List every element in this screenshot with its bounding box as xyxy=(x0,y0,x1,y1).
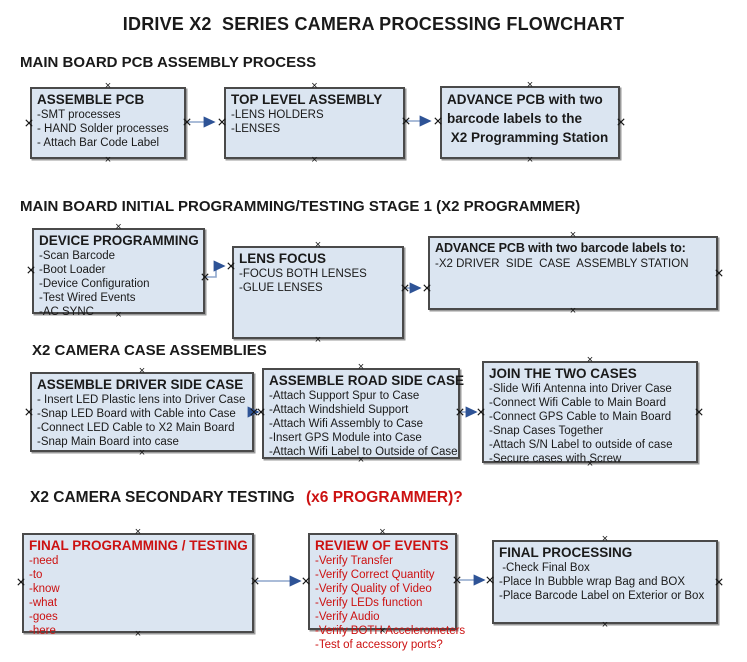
box-line: -Verify Quality of Video xyxy=(315,583,432,595)
box-line: -Scan Barcode xyxy=(39,250,116,262)
box-line: -Test Wired Events xyxy=(39,292,136,304)
box-line: -Attach Support Spur to Case xyxy=(269,390,420,402)
box-line: ADVANCE PCB with two xyxy=(447,92,603,107)
section-heading-pcb-assembly: MAIN BOARD PCB ASSEMBLY PROCESS xyxy=(20,54,317,71)
box-line: - Insert LED Plastic lens into Driver Ca… xyxy=(37,394,246,406)
box-line: -Insert GPS Module into Case xyxy=(269,432,422,444)
box-line: -Verify Transfer xyxy=(315,555,393,567)
flow-box-advance-pcb-programming-station: ADVANCE PCB with two barcode labels to t… xyxy=(440,86,620,159)
flow-box-assemble-pcb: ASSEMBLE PCB -SMT processes - HAND Solde… xyxy=(30,87,186,159)
box-line: -Snap Main Board into case xyxy=(37,436,179,448)
box-line: -LENS HOLDERS xyxy=(231,109,324,121)
flow-arrow xyxy=(205,260,226,278)
box-title: LENS FOCUS xyxy=(239,251,327,266)
box-line: -Snap LED Board with Cable into Case xyxy=(37,408,236,420)
box-line: -Slide Wifi Antenna into Driver Case xyxy=(489,383,672,395)
box-title: FINAL PROGRAMMING / TESTING xyxy=(29,538,248,553)
flow-box-assemble-road-side-case: ASSEMBLE ROAD SIDE CASE -Attach Support … xyxy=(262,368,465,459)
flow-box-advance-pcb-driver-side: ADVANCE PCB with two barcode labels to: … xyxy=(428,236,718,310)
flow-box-top-level-assembly: TOP LEVEL ASSEMBLY -LENS HOLDERS -LENSES xyxy=(224,87,405,159)
box-line: -Check Final Box xyxy=(499,562,590,574)
box-line: -AC SYNC xyxy=(39,306,94,318)
box-line: -Device Configuration xyxy=(39,278,150,290)
flow-box-review-of-events: REVIEW OF EVENTS -Verify Transfer -Verif… xyxy=(308,533,465,651)
box-line: -Verify Correct Quantity xyxy=(315,569,435,581)
section-heading-secondary-testing-text: X2 CAMERA SECONDARY TESTING xyxy=(30,489,299,506)
box-title: ASSEMBLE DRIVER SIDE CASE xyxy=(37,377,244,392)
box-line: -SMT processes xyxy=(37,109,121,121)
box-line: -Connect LED Cable to X2 Main Board xyxy=(37,422,235,434)
box-title: JOIN THE TWO CASES xyxy=(489,366,637,381)
box-line: -LENSES xyxy=(231,123,281,135)
box-line: barcode labels to the xyxy=(447,111,583,126)
flow-box-device-programming: DEVICE PROGRAMMING -Scan Barcode -Boot L… xyxy=(32,228,205,318)
flow-box-join-the-two-cases: JOIN THE TWO CASES -Slide Wifi Antenna i… xyxy=(482,361,698,465)
box-line: -Attach Wifi Label to Outside of Case xyxy=(269,446,458,458)
box-line: -Verify LEDs function xyxy=(315,597,423,609)
box-line: -need xyxy=(29,555,59,567)
flow-box-assemble-driver-side-case: ASSEMBLE DRIVER SIDE CASE - Insert LED P… xyxy=(30,372,254,452)
box-line: -know xyxy=(29,583,60,595)
box-line: -Connect GPS Cable to Main Board xyxy=(489,411,672,423)
box-line: - HAND Solder processes xyxy=(37,123,169,135)
box-line: -Boot Loader xyxy=(39,264,106,276)
box-line: -here xyxy=(29,625,56,637)
box-line: -FOCUS BOTH LENSES xyxy=(239,268,367,280)
box-line: -goes xyxy=(29,611,58,623)
box-line: -to xyxy=(29,569,43,581)
page-title: IDRIVE X2 SERIES CAMERA PROCESSING FLOWC… xyxy=(122,14,625,34)
box-line: -Verify Audio xyxy=(315,611,380,623)
box-line: -Place Barcode Label on Exterior or Box xyxy=(499,590,705,602)
section-heading-initial-programming: MAIN BOARD INITIAL PROGRAMMING/TESTING S… xyxy=(20,198,581,215)
box-line: -Verify BOTH Accelerometers xyxy=(315,625,466,637)
box-title: REVIEW OF EVENTS xyxy=(315,538,449,553)
section-heading-programmer-note: (x6 PROGRAMMER)? xyxy=(306,489,463,506)
box-line: -GLUE LENSES xyxy=(239,282,323,294)
flow-box-final-programming-testing: FINAL PROGRAMMING / TESTING -need -to -k… xyxy=(22,533,254,637)
flow-box-final-processing: FINAL PROCESSING -Check Final Box -Place… xyxy=(492,540,718,624)
box-line: - Attach Bar Code Label xyxy=(37,137,160,149)
box-line: -what xyxy=(29,597,58,609)
box-line: -X2 DRIVER SIDE CASE ASSEMBLY STATION xyxy=(435,258,689,270)
box-title: ADVANCE PCB with two barcode labels to: xyxy=(435,241,686,255)
box-line: -Test of accessory ports? xyxy=(315,639,443,651)
box-line: -Attach Wifi Assembly to Case xyxy=(269,418,424,430)
box-title: TOP LEVEL ASSEMBLY xyxy=(231,92,383,107)
box-title: DEVICE PROGRAMMING xyxy=(39,233,199,248)
flow-box-lens-focus: LENS FOCUS -FOCUS BOTH LENSES -GLUE LENS… xyxy=(232,246,404,339)
box-line: -Attach S/N Label to outside of case xyxy=(489,439,673,451)
box-line: -Place In Bubble wrap Bag and BOX xyxy=(499,576,686,588)
box-line: -Secure cases with Screw xyxy=(489,453,622,465)
box-line: -Connect Wifi Cable to Main Board xyxy=(489,397,667,409)
section-heading-case-assemblies: X2 CAMERA CASE ASSEMBLIES xyxy=(32,342,267,359)
section-heading-secondary-testing: X2 CAMERA SECONDARY TESTING (x6 PROGRAMM… xyxy=(30,489,463,507)
box-line: X2 Programming Station xyxy=(447,130,609,145)
box-title: ASSEMBLE ROAD SIDE CASE xyxy=(269,373,465,388)
box-title: ASSEMBLE PCB xyxy=(37,92,145,107)
box-line: -Snap Cases Together xyxy=(489,425,604,437)
box-title: FINAL PROCESSING xyxy=(499,545,633,560)
box-line: -Attach Windshield Support xyxy=(269,404,409,416)
